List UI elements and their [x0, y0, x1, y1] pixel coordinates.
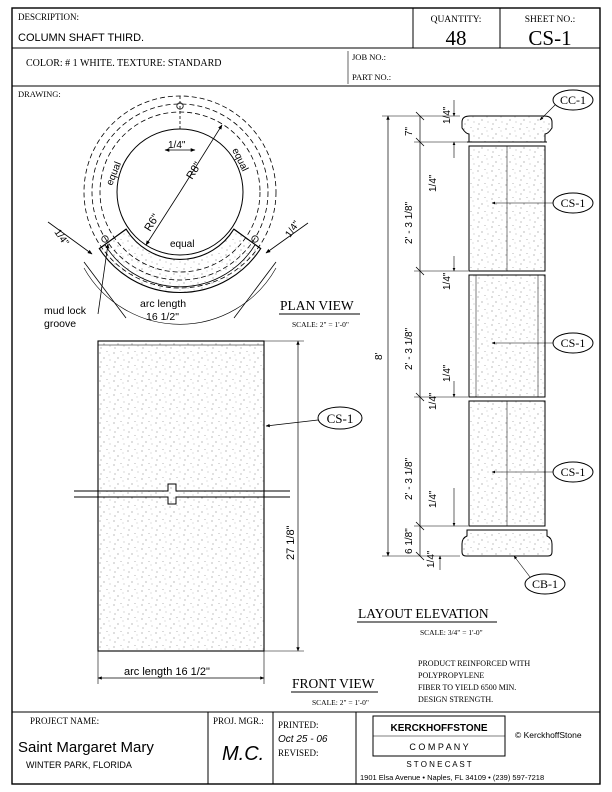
- front-callout-text: CS-1: [327, 411, 354, 426]
- elev-capital: [461, 115, 553, 143]
- plan-arc-label-1: arc length: [140, 298, 186, 310]
- elev-callout-cs1-b-text: CS-1: [561, 336, 586, 350]
- plan-dim-wall: 1/4": [168, 140, 186, 151]
- front-height-dim: 27 1/8": [285, 525, 297, 560]
- proj-mgr-value: M.C.: [222, 743, 264, 765]
- elev-dim-bottom: 6 1/8": [404, 528, 415, 554]
- front-view: [74, 340, 363, 684]
- plan-arc-label-2: 16 1/2": [146, 311, 179, 323]
- note-line-2: POLYPROPYLENE: [418, 671, 484, 680]
- mud-lock-label-1: mud lock: [44, 305, 87, 317]
- elev-quarter-lower: 1/4": [428, 490, 439, 508]
- sheet-no-value: CS-1: [528, 26, 571, 50]
- elev-shaft-2: [468, 274, 546, 398]
- front-view-title-text: FRONT VIEW: [292, 676, 375, 691]
- plan-view-scale: SCALE: 2" = 1'-0": [292, 320, 349, 329]
- company-name: KERCKHOFFSTONE: [390, 723, 487, 734]
- project-location: WINTER PARK, FLORIDA: [26, 760, 132, 770]
- notes: PRODUCT REINFORCED WITH POLYPROPYLENE FI…: [418, 659, 530, 704]
- elev-overall-dim: 8': [374, 352, 385, 360]
- elev-quarter-joint1: 1/4": [442, 272, 453, 290]
- revised-label: REVISED:: [278, 748, 319, 758]
- mud-lock-right: [251, 235, 259, 243]
- sheet-no-label: SHEET NO.:: [525, 15, 576, 25]
- project-name-label: PROJECT NAME:: [30, 716, 99, 726]
- plan-r6-label: R6": [142, 212, 162, 234]
- plan-equal-bottom: equal: [170, 239, 194, 250]
- elev-callout-cc1-text: CC-1: [560, 93, 586, 107]
- note-line-3: FIBER TO YIELD 6500 MIN.: [418, 683, 516, 692]
- elev-base: [461, 529, 553, 557]
- mud-lock-left: [101, 235, 109, 243]
- plan-equal-right: equal: [229, 146, 250, 173]
- elev-callout-cc1: [552, 89, 594, 111]
- r6-leader: [145, 191, 181, 246]
- mud-lock-label-2: groove: [44, 318, 76, 330]
- elev-dim-seg3: 2' - 3 1/8": [404, 457, 415, 500]
- company-sub: C O M P A N Y: [409, 742, 468, 752]
- front-view-scale: SCALE: 2" = 1'-0": [312, 698, 369, 707]
- elev-dim-seg1: 2' - 3 1/8": [404, 201, 415, 244]
- layout-elevation-title: LAYOUT ELEVATION SCALE: 3/4" = 1'-0": [357, 606, 497, 637]
- elev-callout-cb1-text: CB-1: [532, 577, 558, 591]
- note-line-1: PRODUCT REINFORCED WITH: [418, 659, 530, 668]
- plan-equal-left: equal: [105, 160, 124, 187]
- elev-callout-text: CC-1 CS-1 CS-1 CS-1 CB-1: [532, 93, 586, 591]
- layout-elevation: [382, 89, 594, 595]
- quantity-value: 48: [446, 26, 467, 50]
- elev-quarter-top-a: 1/4": [442, 106, 453, 124]
- project-name: Saint Margaret Mary: [18, 739, 154, 756]
- plan-arc-dimension: [83, 267, 277, 325]
- description-value: COLUMN SHAFT THIRD.: [18, 32, 144, 44]
- elev-dim-seg2: 2' - 3 1/8": [404, 327, 415, 370]
- front-panel: [97, 340, 265, 652]
- company-tagline: S T O N E C A S T: [406, 760, 471, 769]
- printed-label: PRINTED:: [278, 720, 319, 730]
- job-no-label: JOB NO.:: [352, 52, 386, 62]
- front-width-dim: arc length 16 1/2": [124, 666, 210, 678]
- elev-callout-cb1: [524, 573, 566, 595]
- plan-view-text: 1/4" R8" R6" equal equal equal 1/4" 1/4"…: [44, 140, 303, 330]
- footer: PROJECT NAME: Saint Margaret Mary WINTER…: [18, 715, 582, 782]
- front-section-line-bottom: [74, 496, 290, 505]
- front-callout-bubble: [317, 406, 363, 430]
- elev-quarter-joint2b: 1/4": [442, 364, 453, 382]
- part-no-label: PART NO.:: [352, 72, 391, 82]
- description-label: DESCRIPTION:: [18, 12, 79, 22]
- title-block-text: DESCRIPTION: COLUMN SHAFT THIRD. QUANTIT…: [18, 12, 575, 99]
- company-address: 1901 Elsa Avenue • Naples, FL 34109 • (2…: [360, 773, 544, 782]
- elev-quarter-joint2a: 1/4": [428, 392, 439, 410]
- mud-lock-top: [176, 102, 184, 110]
- plan-view: [47, 95, 309, 325]
- elev-quarter-top-b: 1/4": [428, 174, 439, 192]
- front-view-text: CS-1 27 1/8" arc length 16 1/2" FRONT VI…: [124, 411, 378, 707]
- elev-callout-cs1-c-text: CS-1: [561, 465, 586, 479]
- plan-r8-label: R8": [184, 160, 204, 182]
- plan-dim-left: 1/4": [52, 227, 71, 248]
- quantity-label: QUANTITY:: [431, 15, 482, 25]
- plan-view-title-text: PLAN VIEW: [280, 298, 354, 313]
- color-texture: COLOR: # 1 WHITE. TEXTURE: STANDARD: [26, 58, 222, 69]
- plan-view-title: PLAN VIEW SCALE: 2" = 1'-0": [279, 298, 360, 329]
- note-line-4: DESIGN STRENGTH.: [418, 695, 493, 704]
- layout-elevation-scale: SCALE: 3/4" = 1'-0": [420, 628, 483, 637]
- title-block: [11, 7, 601, 785]
- elev-dim-top: 7": [404, 126, 415, 136]
- copyright: © KerckhoffStone: [515, 730, 582, 740]
- printed-date: Oct 25 - 06: [278, 734, 328, 745]
- plan-groove-line: [104, 244, 256, 288]
- front-section-line-top: [74, 483, 290, 492]
- proj-mgr-label: PROJ. MGR.:: [213, 716, 264, 726]
- elev-callout-cs1-a-text: CS-1: [561, 196, 586, 210]
- layout-elevation-title-text: LAYOUT ELEVATION: [358, 606, 489, 621]
- drawing-label: DRAWING:: [18, 89, 61, 99]
- layout-elevation-text: 8' 7" 2' - 3 1/8" 2' - 3 1/8" 2' - 3 1/8…: [374, 106, 453, 568]
- elev-quarter-bottom: 1/4": [426, 550, 437, 568]
- r8-leader: [179, 124, 223, 193]
